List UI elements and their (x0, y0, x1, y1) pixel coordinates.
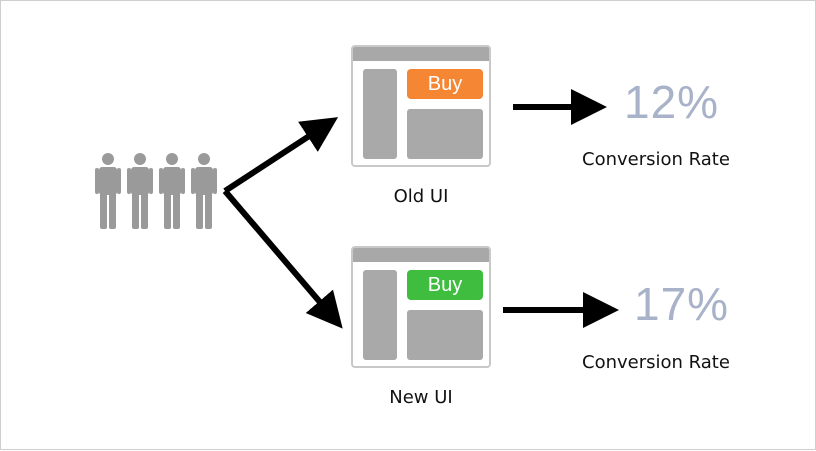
window-content (407, 310, 483, 360)
person-icon (159, 153, 185, 229)
old-ui-caption: Old UI (393, 186, 449, 207)
arrow-to-new-ui (222, 189, 343, 329)
old-conversion-value: 12% (624, 76, 720, 128)
arrow-to-old-ui (223, 117, 339, 194)
old-conversion-label: Conversion Rate (582, 149, 730, 170)
window-sidebar (363, 270, 397, 360)
old-ui-window: Buy (351, 45, 491, 167)
new-conversion-label: Conversion Rate (582, 352, 730, 373)
person-icon (95, 153, 121, 229)
person-icon (127, 153, 153, 229)
new-conversion-value: 17% (634, 278, 730, 330)
new-buy-button: Buy (407, 270, 483, 300)
person-icon (191, 153, 217, 229)
window-titlebar (353, 47, 489, 61)
window-sidebar (363, 69, 397, 159)
user-group (95, 153, 217, 229)
old-buy-button: Buy (407, 69, 483, 99)
new-ui-caption: New UI (389, 387, 453, 408)
window-titlebar (353, 248, 489, 262)
new-ui-window: Buy (351, 246, 491, 368)
window-content (407, 109, 483, 159)
